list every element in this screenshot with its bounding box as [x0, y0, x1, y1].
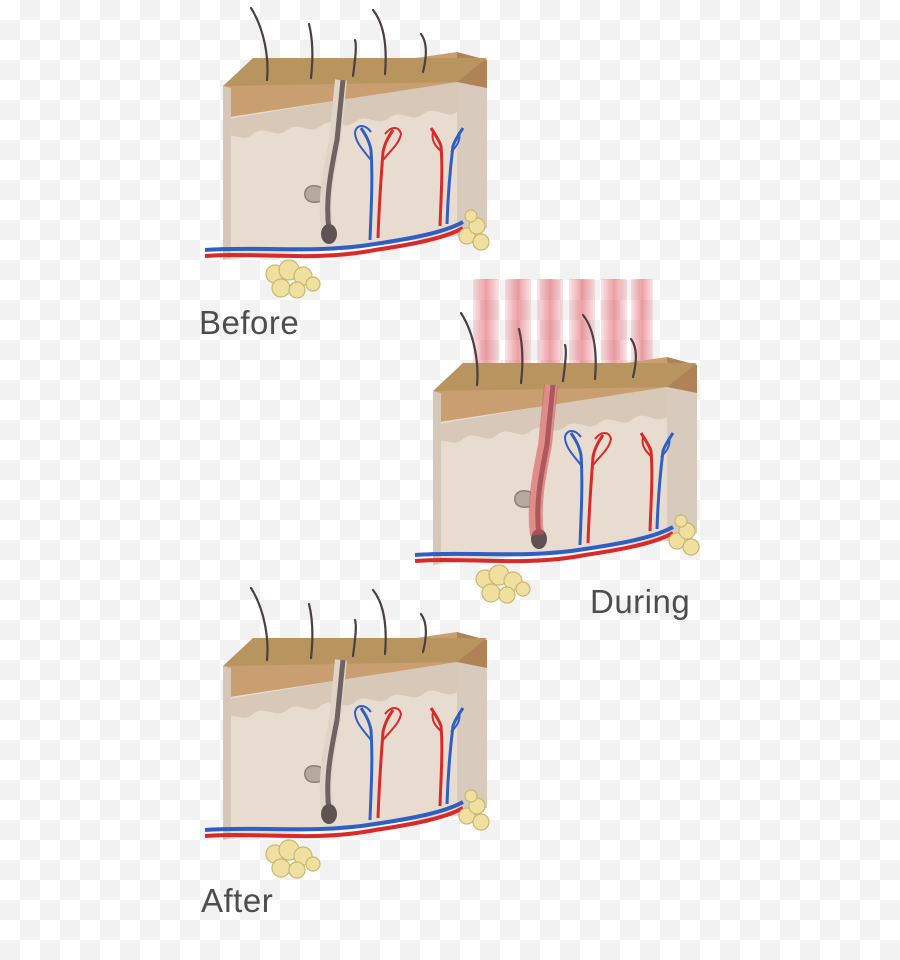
label-before: Before — [199, 304, 300, 341]
skin-diagram-before — [195, 0, 500, 300]
label-during: During — [590, 583, 691, 620]
skin-diagram-after — [195, 580, 500, 880]
skin-cross-section — [195, 0, 500, 300]
skin-cross-section — [195, 580, 500, 880]
heated-follicle — [528, 384, 558, 536]
skin-diagram-during — [405, 275, 710, 605]
skin-cross-section-laser — [405, 279, 710, 605]
label-after: After — [201, 882, 274, 919]
